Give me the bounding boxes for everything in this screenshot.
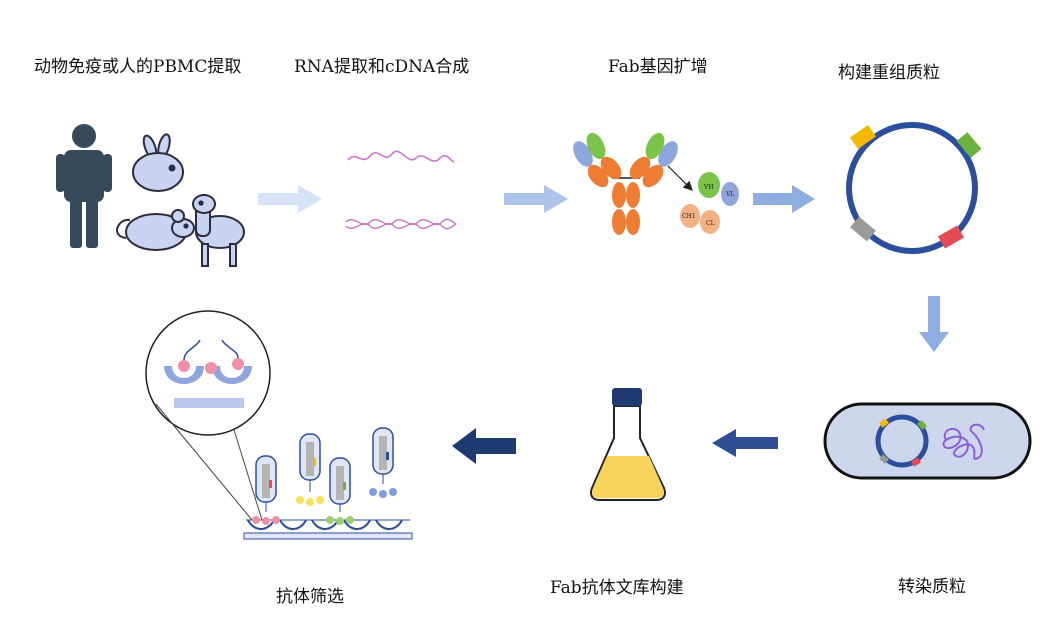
arrow-1-2: [258, 185, 322, 213]
fab-fragment-icon: VH VL CH1 CL: [680, 172, 739, 234]
plasmid-icon: [846, 122, 982, 254]
fab-ch1-label: CH1: [682, 213, 696, 220]
genome-dna-icon: [942, 423, 985, 460]
zoom-line-right: [233, 429, 263, 521]
antibody-icon: [573, 132, 678, 235]
phage-2: [296, 433, 324, 506]
arrow-6-7: [452, 428, 516, 464]
step7-label: 抗体筛选: [276, 587, 344, 607]
step4-label: 构建重组质粒: [838, 63, 940, 83]
antibody-to-fab-arrow: [667, 165, 693, 191]
step3-label: Fab基因扩增: [608, 57, 708, 77]
fab-cl-label: CL: [706, 220, 715, 227]
rabbit-icon: [132, 133, 184, 192]
human-icon: [56, 124, 112, 248]
step1-label: 动物免疫或人的PBMC提取: [34, 57, 242, 77]
rna-strand-icon: [347, 150, 455, 163]
arrow-3-4: [753, 185, 815, 213]
phage-1: [252, 455, 280, 525]
fab-vl-label: VL: [725, 191, 734, 198]
zoom-line-left: [155, 403, 253, 521]
cdna-helix-icon: [345, 218, 457, 230]
fab-vh-label: VH: [703, 184, 714, 191]
arrow-4-5: [919, 296, 949, 352]
step2-label: RNA提取和cDNA合成: [294, 57, 470, 77]
phage-4: [369, 427, 397, 498]
phage-3: [326, 457, 354, 525]
alpaca-icon: [192, 194, 245, 267]
arrow-2-3: [504, 185, 568, 213]
step6-label: Fab抗体文库构建: [550, 578, 684, 598]
zoom-circle: [145, 310, 271, 436]
flask-icon: [590, 388, 666, 501]
arrow-5-6: [712, 429, 778, 457]
mouse-icon: [116, 209, 195, 251]
bacterium-icon: [823, 402, 1032, 480]
step5-label: 转染质粒: [898, 577, 966, 597]
